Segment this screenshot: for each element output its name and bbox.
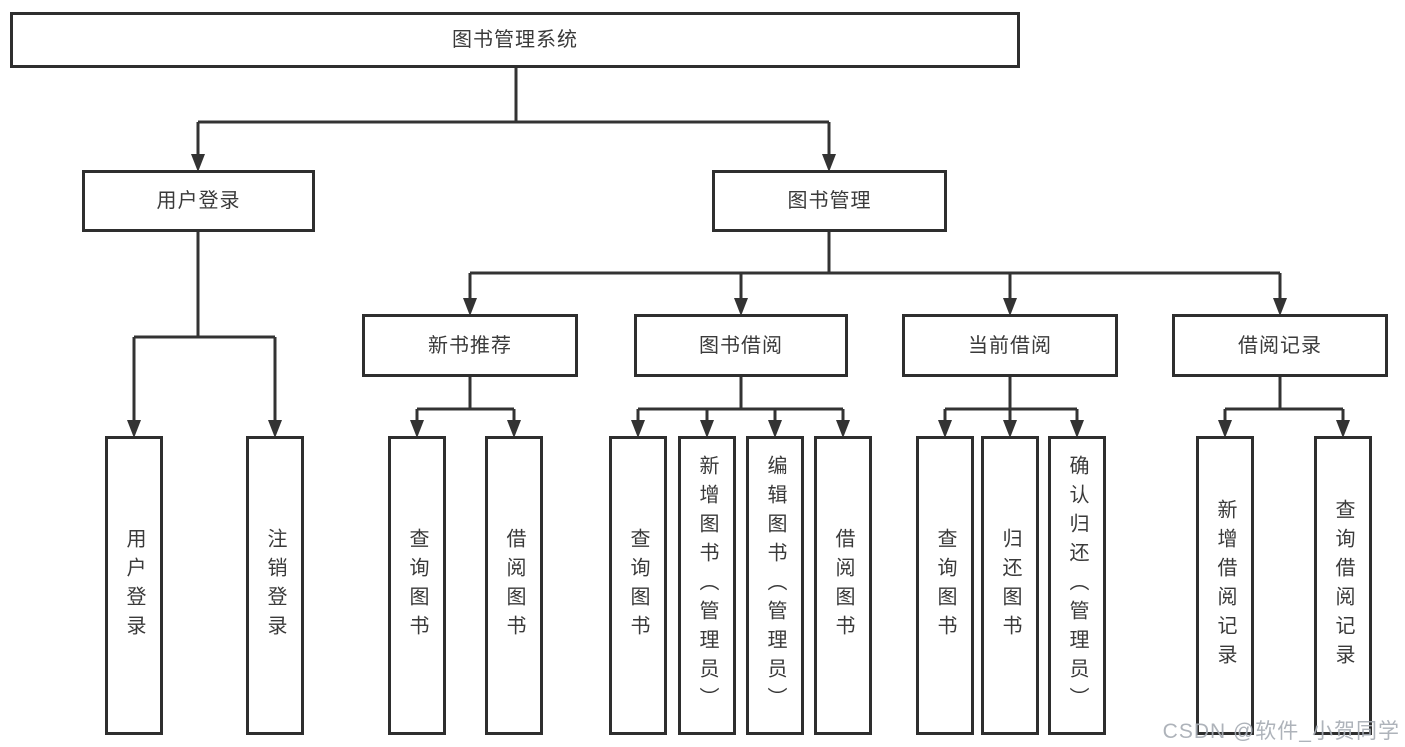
node-book-borrow-label: 图书借阅	[699, 334, 783, 357]
leaf-confirm-return-admin: 确认归还（管理员）	[1048, 436, 1106, 735]
leaf-add-borrow-record: 新增借阅记录	[1196, 436, 1254, 735]
leaf-borrow-books: 借阅图书	[814, 436, 872, 735]
leaf-return-books: 归还图书	[981, 436, 1039, 735]
leaf-logout: 注销登录	[246, 436, 304, 735]
node-book-management: 图书管理	[712, 170, 947, 232]
node-new-book-recommend-label: 新书推荐	[428, 334, 512, 357]
leaf-query-books-recommend: 查询图书	[388, 436, 446, 735]
node-user-login: 用户登录	[82, 170, 315, 232]
node-borrow-records-label: 借阅记录	[1238, 334, 1322, 357]
node-book-management-label: 图书管理	[787, 190, 872, 212]
node-current-borrow-label: 当前借阅	[968, 334, 1052, 357]
arrowheads	[127, 154, 1350, 438]
node-root-label: 图书管理系统	[452, 29, 578, 51]
node-new-book-recommend: 新书推荐	[362, 314, 578, 377]
leaf-borrow-books-recommend: 借阅图书	[485, 436, 543, 735]
leaf-user-login: 用户登录	[105, 436, 163, 735]
leaf-query-books-current: 查询图书	[916, 436, 974, 735]
csdn-watermark: CSDN @软件_小贺同学	[1162, 720, 1400, 743]
node-user-login-label: 用户登录	[156, 190, 241, 212]
node-borrow-records: 借阅记录	[1172, 314, 1388, 377]
leaf-add-books-admin: 新增图书（管理员）	[678, 436, 736, 735]
leaf-query-books-borrow: 查询图书	[609, 436, 667, 735]
leaf-query-borrow-record: 查询借阅记录	[1314, 436, 1372, 735]
node-root: 图书管理系统	[10, 12, 1020, 68]
node-current-borrow: 当前借阅	[902, 314, 1118, 377]
node-book-borrow: 图书借阅	[634, 314, 848, 377]
leaf-edit-books-admin: 编辑图书（管理员）	[746, 436, 804, 735]
